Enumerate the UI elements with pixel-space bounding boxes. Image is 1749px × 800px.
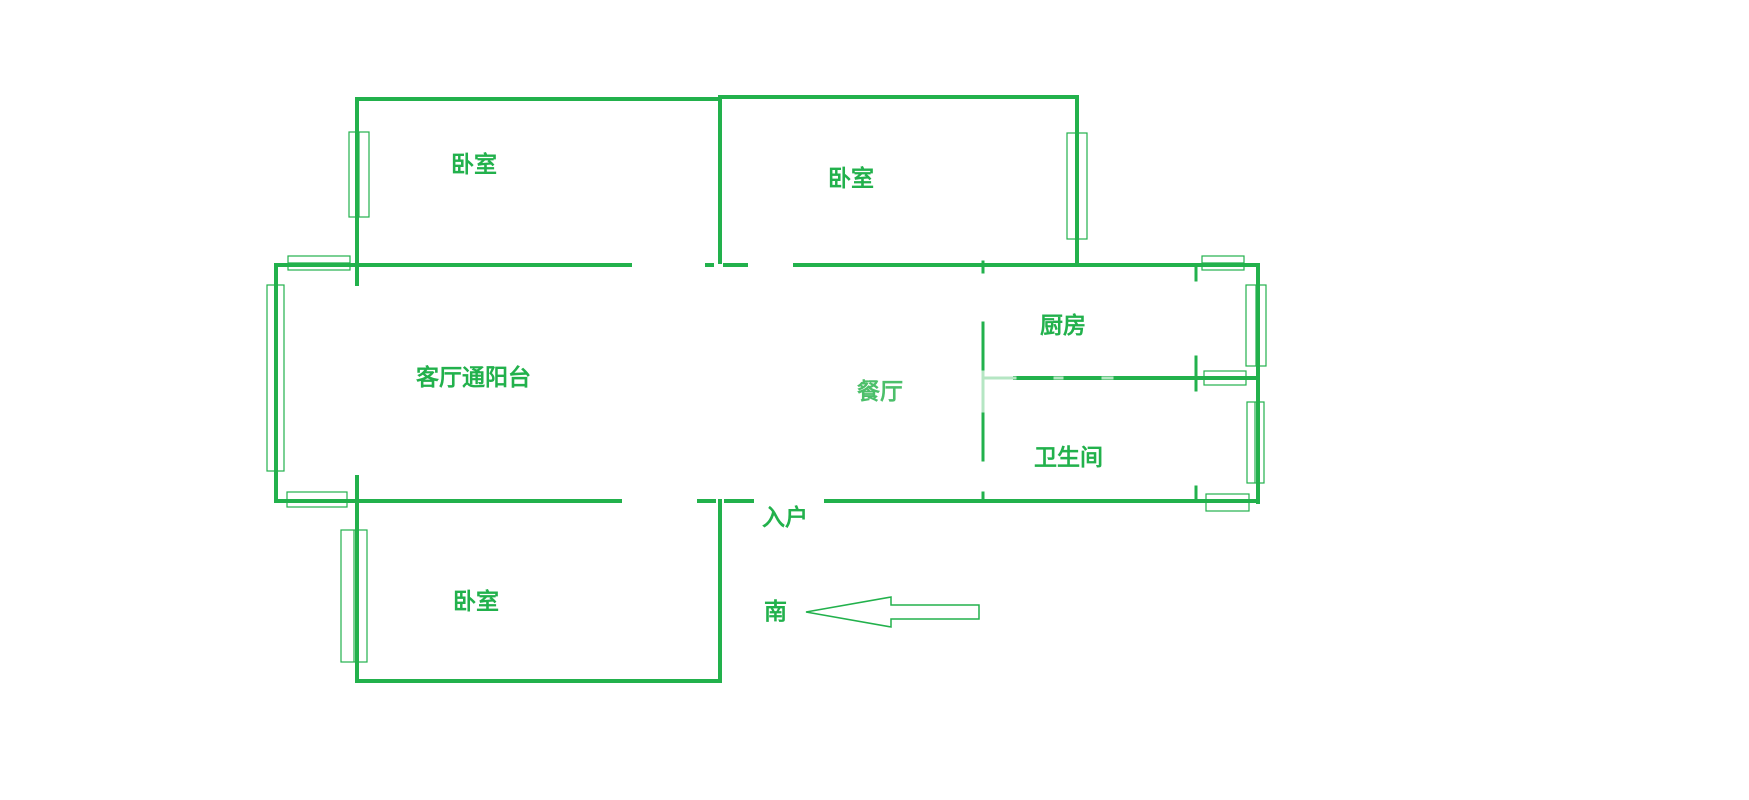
label-kitchen: 厨房 (1040, 312, 1086, 339)
label-south: 南 (764, 599, 787, 625)
label-living-room: 客厅通阳台 (416, 364, 531, 391)
wall-bedroom-bottom (355, 499, 722, 683)
room-labels: 卧室 卧室 客厅通阳台 餐厅 厨房 卫生间 卧室 入户 南 (416, 151, 1103, 625)
faint-walls (981, 370, 1114, 413)
label-bedroom-top-right: 卧室 (828, 165, 874, 192)
label-bedroom-bottom: 卧室 (453, 588, 499, 615)
walls (274, 95, 1260, 683)
label-dining-room: 餐厅 (857, 379, 903, 405)
left-arrow-icon (805, 596, 980, 628)
wall-bedroom-top-left (355, 97, 722, 286)
label-bedroom-top-left: 卧室 (451, 151, 497, 178)
label-entrance: 入户 (762, 504, 808, 531)
windows (266, 131, 1267, 663)
label-bathroom: 卫生间 (1034, 445, 1103, 471)
wall-bedroom-top-right (718, 95, 1079, 267)
